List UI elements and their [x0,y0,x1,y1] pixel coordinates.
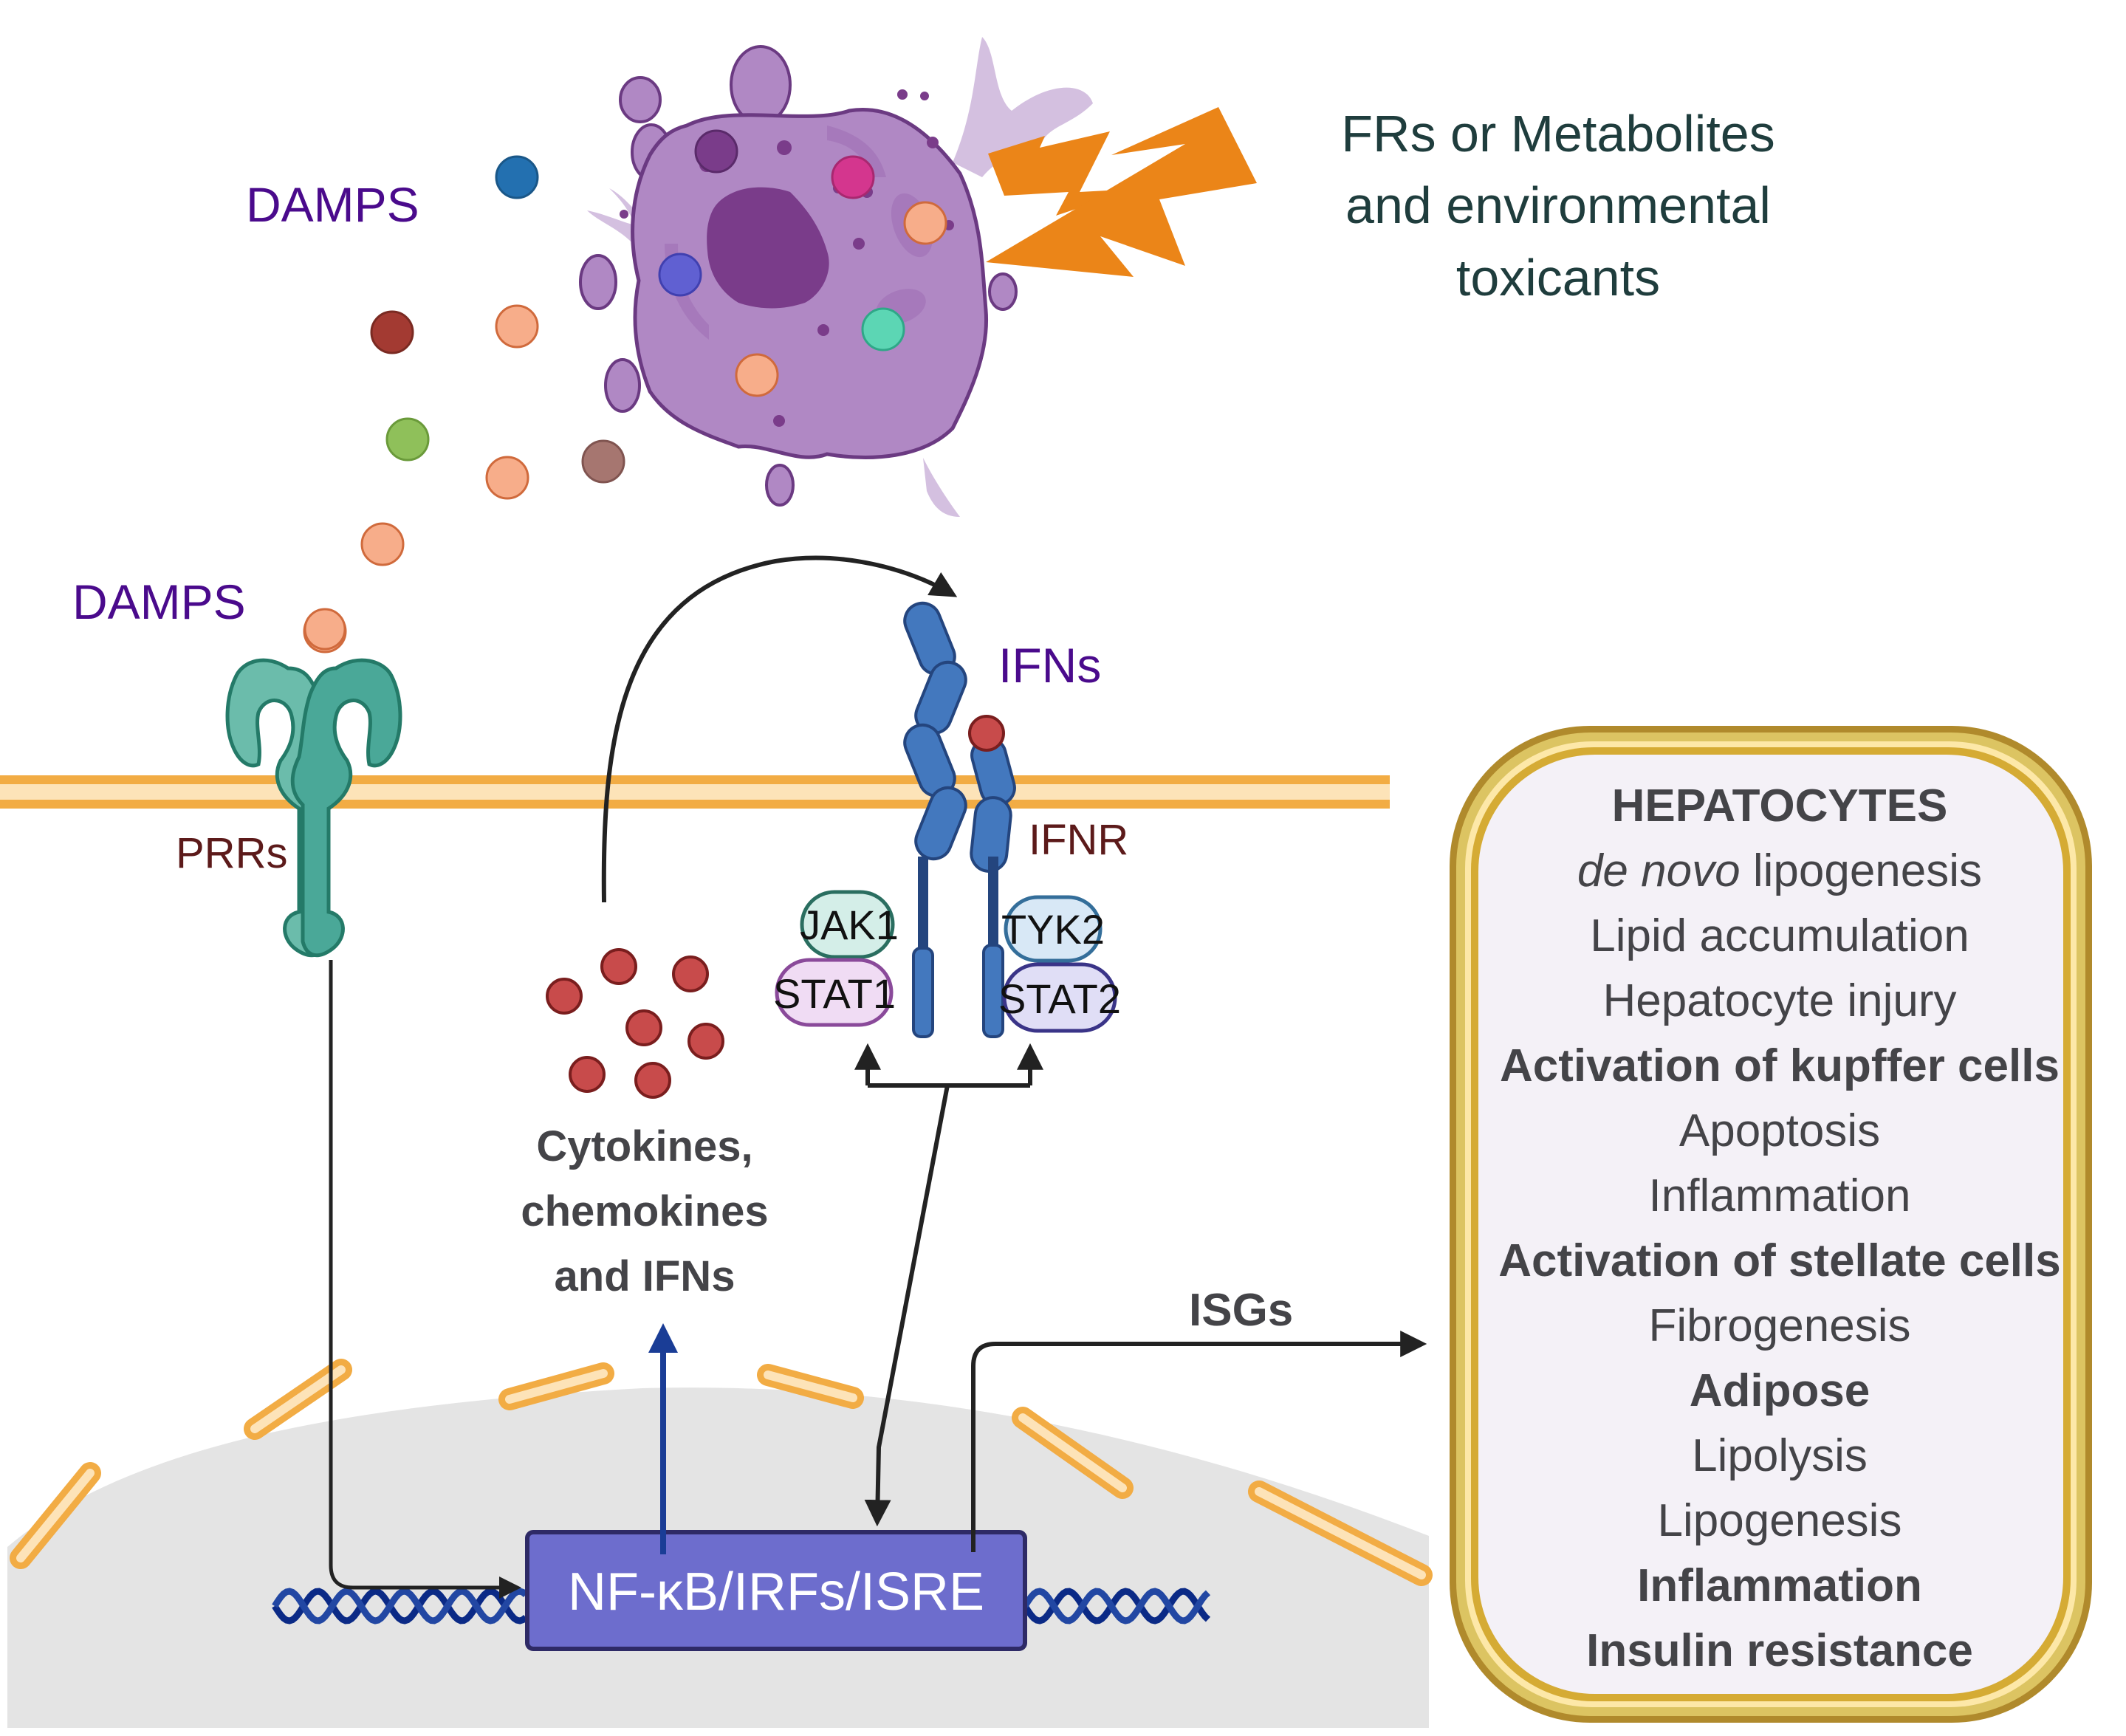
svg-text:JAK1: JAK1 [800,902,899,948]
damp-particle [903,201,947,245]
effects-line: Inflammation [1649,1170,1911,1221]
effects-line: Lipid accumulation [1590,910,1969,961]
damp-particle [861,307,905,351]
svg-text:FRs or Metabolites: FRs or Metabolites [1341,105,1774,162]
damp-particle [831,155,875,199]
dying-cell-nucleus [707,187,829,309]
jak-stat-activation-arrows [854,1043,1043,1527]
effects-line: Lipolysis [1692,1430,1868,1481]
ifnr-label: IFNR [1029,816,1128,864]
ifn-ligand [968,715,1005,752]
nuclear-envelope-inner [16,1365,1426,1579]
effects-line: Apoptosis [1679,1105,1880,1156]
effects-line: Inflammation [1637,1560,1922,1611]
damps-label-receptor: DAMPS [72,574,246,629]
transcription-factor-label: NF-κB/IRFs/ISRE [568,1562,984,1622]
effects-line: de novo lipogenesis [1577,845,1982,896]
svg-text:and environmental: and environmental [1345,176,1771,234]
effects-line: Adipose [1690,1365,1870,1416]
svg-text:Cytokines,: Cytokines, [536,1122,752,1170]
svg-text:STAT1: STAT1 [773,970,896,1017]
dna-helix-right [1022,1588,1211,1625]
effects-line: Lipogenesis [1658,1495,1902,1546]
effects-line: Activation of stellate cells [1498,1235,2060,1286]
dying-cell [579,37,1093,517]
damp-particle [658,253,702,297]
prrs-label: PRRs [176,829,287,877]
effects-line: Insulin resistance [1586,1625,1973,1676]
effects-line: HEPATOCYTES [1612,780,1948,831]
transcription-factor-box[interactable]: NF-κB/IRFs/ISRE [525,1530,1027,1651]
svg-text:toxicants: toxicants [1456,249,1660,306]
jak1-pill[interactable]: JAK1 [800,890,899,959]
cytokines-cluster [546,948,724,1099]
ifns-label: IFNs [998,638,1101,693]
stat1-pill[interactable]: STAT1 [773,958,896,1027]
isg-arrow [971,1331,1427,1552]
effects-line: Activation of kupffer cells [1500,1040,2060,1091]
cytokine-secretion-arrow [601,555,958,903]
effects-line: Fibrogenesis [1649,1300,1911,1351]
cell-membrane [0,775,1390,809]
svg-text:and IFNs: and IFNs [555,1252,735,1300]
svg-text:chemokines: chemokines [521,1187,768,1235]
isgs-label: ISGs [1189,1285,1293,1336]
svg-text:TYK2: TYK2 [1001,906,1105,953]
cytokines-label: Cytokines, chemokines and IFNs [521,1122,768,1300]
damp-particle [694,129,738,174]
svg-text:STAT2: STAT2 [998,975,1121,1022]
dna-helix-left [272,1588,528,1625]
ifn-receptor[interactable] [899,598,1018,1038]
tyk2-pill[interactable]: TYK2 [1001,895,1105,963]
effects-line: Hepatocyte injury [1602,975,1956,1026]
lightning-bolt-icon [988,131,1136,216]
effects-box [1450,726,2092,1723]
prr-receptor[interactable] [225,608,402,958]
stressors-label: FRs or Metabolites and environmental tox… [1341,105,1774,306]
prr-signal-arrow [329,960,521,1599]
stat2-pill[interactable]: STAT2 [998,962,1121,1033]
lightning-bolt-shape [986,107,1257,277]
damp-particle [735,353,779,397]
damps-label-top: DAMPS [246,177,419,232]
